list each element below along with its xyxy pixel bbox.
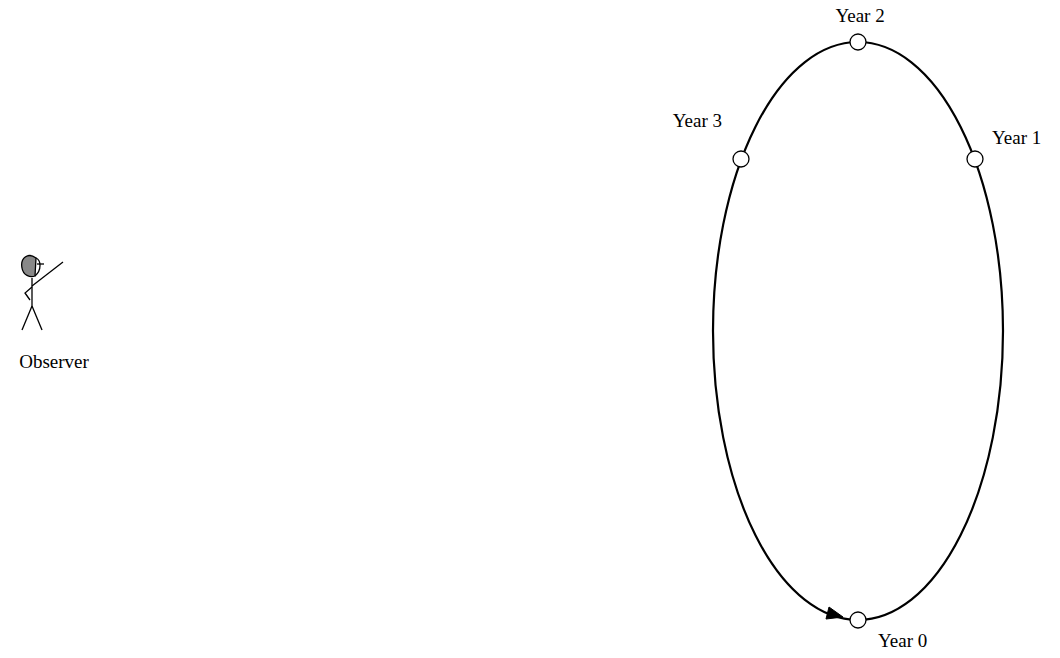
- year-marker: Year 3: [732, 150, 750, 168]
- marker-circle: [966, 150, 984, 168]
- year-label: Year 1: [992, 127, 1041, 149]
- year-label: Year 3: [673, 110, 722, 132]
- orbit-ellipse: [713, 42, 1003, 620]
- year-marker: Year 1: [966, 150, 984, 168]
- observer-figure: [22, 256, 63, 330]
- marker-circle: [732, 150, 750, 168]
- orbit-arrowhead: [826, 607, 843, 619]
- year-label: Year 2: [835, 5, 884, 27]
- year-marker: Year 2: [849, 33, 867, 51]
- marker-circle: [849, 33, 867, 51]
- year-label: Year 0: [878, 630, 927, 652]
- year-marker: Year 0: [849, 611, 867, 629]
- figure-label: Observer: [19, 351, 89, 373]
- marker-circle: [849, 611, 867, 629]
